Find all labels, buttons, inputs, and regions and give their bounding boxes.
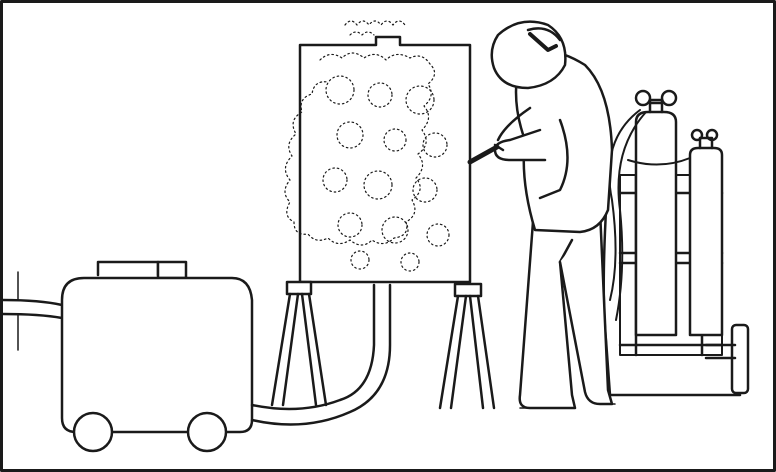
welding-helmet bbox=[492, 22, 566, 88]
sawhorse-stand-right bbox=[440, 284, 494, 408]
gas-cylinder-small bbox=[690, 130, 722, 335]
welding-machine bbox=[62, 262, 252, 451]
welder-figure bbox=[492, 22, 612, 408]
gas-cylinder-large bbox=[636, 91, 676, 335]
machine-wheel-right bbox=[188, 413, 226, 451]
machine-wheel-left bbox=[74, 413, 112, 451]
tank-panel bbox=[285, 21, 470, 282]
sawhorse-stand-left bbox=[272, 282, 326, 405]
input-cable bbox=[3, 272, 62, 350]
